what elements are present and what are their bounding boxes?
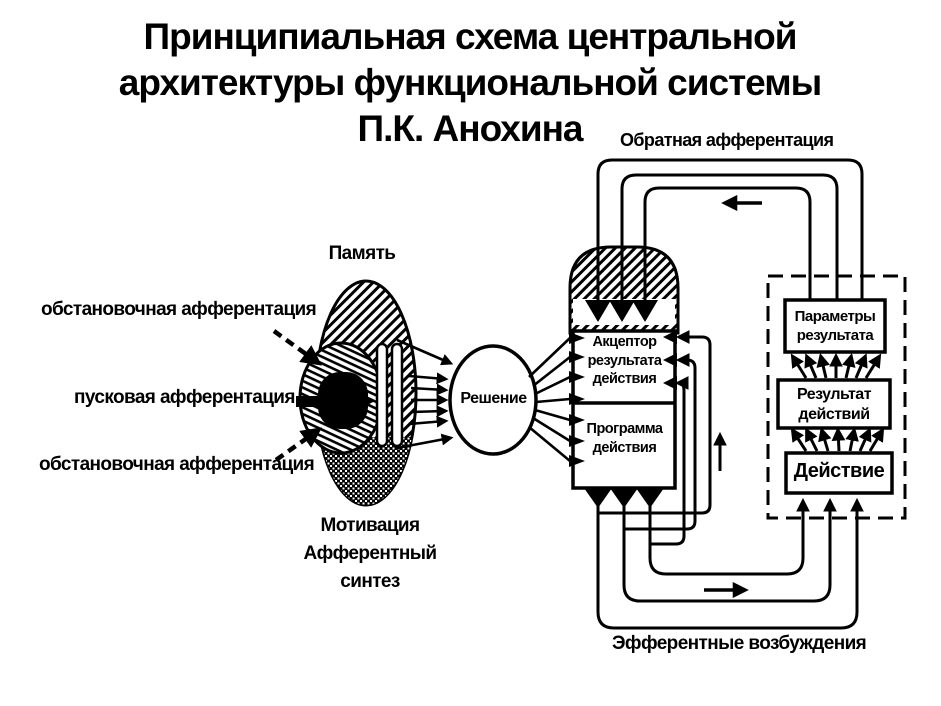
fan-decision-to-acceptor [528,337,571,463]
feedback-loop [596,158,864,302]
result-params-label: Параметры результата [794,308,876,344]
efference-copy-lines [596,330,727,546]
action-to-result-arrows [790,426,885,452]
program-label: Программа действия [586,421,663,456]
fan-blob-to-decision [396,338,454,450]
action-label: Действие [793,460,885,482]
action-box [784,451,894,495]
efferent-excitations-label: Эфферентные возбуждения [612,633,867,654]
afferent-synthesis-blob [296,279,418,507]
title-line-3: П.К. Анохина [357,108,583,149]
result-actions-label: Результат действий [796,386,872,423]
decision-ellipse [448,344,538,456]
feedback-afferentation-label: Обратная афферентация [620,130,834,150]
motivation-block: Мотивация Афферентный синтез [287,512,453,596]
memory-label: Память [328,243,396,264]
motivation-label: Мотивация [320,515,421,536]
result-params-box [783,298,887,354]
efferent-loop [596,497,864,630]
memory-dome [568,245,680,335]
trigger-afferentation-label: пусковая афферентация [74,387,295,408]
situational-afferentation-bottom-label: обстановочная афферентация [39,454,315,475]
situational-afferentation-top-label: обстановочная афферентация [41,299,317,320]
situational-afferentation-arrows [272,329,323,462]
title-line-2: архитектуры функциональной системы [118,62,823,103]
result-actions-box [776,378,892,430]
acceptor-label: Акцептор результата действия [587,334,662,387]
trigger-arrowhead [352,389,375,413]
title-line-1: Принципиальная схема центральной [143,16,798,57]
decision-label: Решение [460,390,527,407]
afferent-synthesis-label-line2: синтез [340,571,400,592]
result-dashed-box [766,274,907,520]
afferent-synthesis-label-line1: Афферентный [303,543,437,564]
acceptor-program-box [569,329,677,508]
result-to-params-arrows [790,352,882,379]
slide-title: Принципиальная схема центральной архитек… [30,14,910,152]
trigger-arrow-shaft [296,396,356,407]
